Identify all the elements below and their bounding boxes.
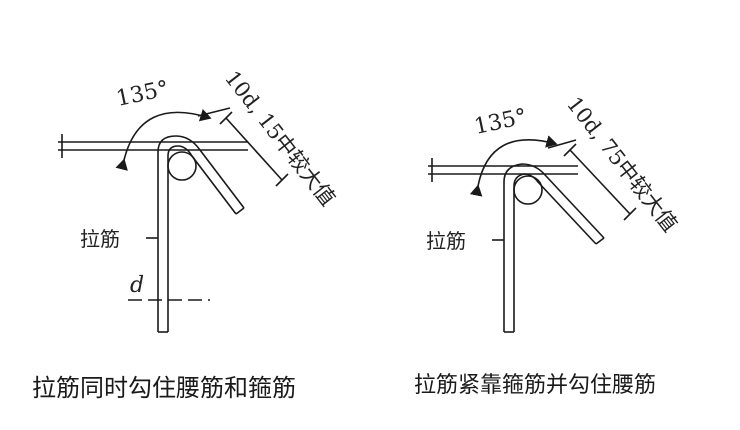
bar-label-right: 拉筋: [426, 229, 466, 253]
length-label-right: 10d, 75中较大值: [562, 92, 682, 236]
diagram-left: [58, 107, 289, 333]
waist-bar-circle: [513, 175, 543, 205]
angle-label-left: 135°: [114, 76, 171, 111]
hook-dim-line: [569, 149, 631, 215]
hook-dim-ext1: [197, 107, 231, 117]
hook-dim-tick1: [563, 143, 577, 157]
tie-bar-outer: [157, 135, 245, 332]
hook-dim-line: [225, 117, 283, 181]
hook-dim-tick1: [219, 111, 233, 125]
hook-dim-tick2: [623, 207, 637, 221]
tie-bar-outer: [503, 163, 605, 332]
hook-dim-tick2: [275, 173, 289, 187]
angle-arc: [115, 109, 212, 171]
caption-left: 拉筋同时勾住腰筋和箍筋: [32, 374, 296, 402]
hook-dim-ext1: [547, 139, 577, 149]
angle-label-right: 135°: [472, 104, 529, 139]
tie-bar-hook-end: [235, 207, 245, 215]
tie-bar-hook-end: [595, 237, 605, 245]
bar-label-left: 拉筋: [80, 227, 120, 251]
tie-bar-inner: [167, 145, 237, 332]
tie-bar-inner: [513, 173, 597, 332]
caption-right: 拉筋紧靠箍筋并勾住腰筋: [414, 373, 656, 398]
angle-arc: [469, 135, 558, 197]
diameter-label-left: d: [130, 273, 144, 298]
length-label-left: 10d, 15中较大值: [220, 66, 340, 210]
diagram-right: [428, 135, 637, 333]
